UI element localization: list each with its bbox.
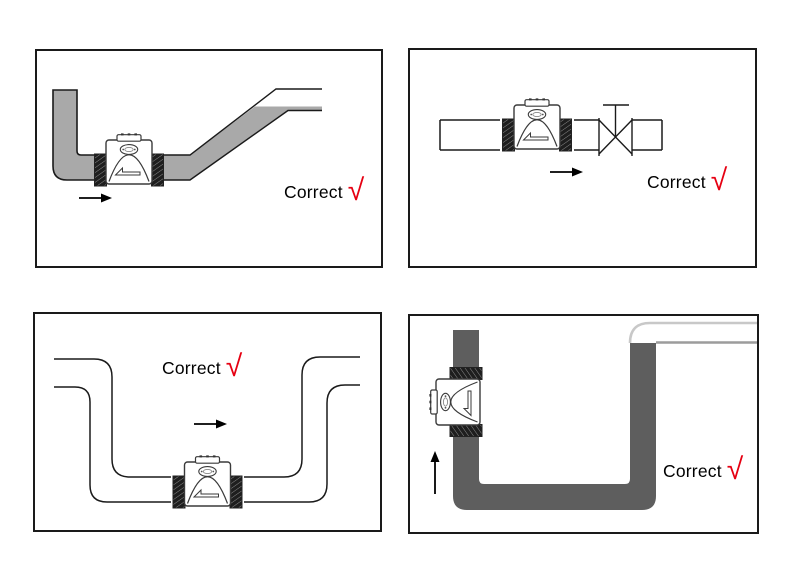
check-mark: √ bbox=[726, 453, 744, 486]
correct-label: Correct √ bbox=[162, 350, 243, 383]
panel-correct-before-valve: Correct √ bbox=[408, 48, 757, 268]
correct-label: Correct √ bbox=[663, 453, 744, 486]
pipe-diagram bbox=[428, 321, 757, 510]
valve-icon bbox=[598, 104, 633, 156]
correct-text: Correct bbox=[284, 181, 343, 202]
check-mark: √ bbox=[225, 350, 243, 383]
pipe-diagram bbox=[439, 97, 663, 177]
check-mark: √ bbox=[347, 174, 365, 207]
check-mark: √ bbox=[710, 164, 728, 197]
correct-text: Correct bbox=[647, 171, 706, 192]
dark-pipe-run bbox=[453, 330, 656, 510]
flow-arrow-icon bbox=[430, 451, 440, 494]
outlet-pipe-outline bbox=[628, 321, 757, 344]
u-trap-pipe bbox=[54, 356, 360, 503]
pipe-diagram bbox=[52, 88, 322, 203]
horizontal-pipe bbox=[439, 119, 663, 151]
panel-correct-u-trap: Correct √ bbox=[33, 312, 382, 532]
pipe-outline-top bbox=[164, 88, 322, 156]
pipe-diagram bbox=[54, 356, 360, 509]
flow-arrow-icon bbox=[550, 167, 583, 177]
correct-text: Correct bbox=[162, 357, 221, 378]
pipe-outline-bottom bbox=[164, 109, 322, 181]
flow-meter bbox=[501, 97, 573, 152]
pipe-diagonal-outlet-fill bbox=[164, 106, 322, 180]
flow-meter bbox=[93, 132, 165, 187]
flow-meter bbox=[172, 454, 243, 509]
panel-correct-vertical-riser: Correct √ bbox=[408, 314, 759, 534]
flow-arrow-icon bbox=[79, 193, 112, 203]
panel-correct-low-point: Correct √ bbox=[35, 49, 383, 268]
correct-label: Correct √ bbox=[284, 174, 365, 207]
flow-arrow-icon bbox=[194, 419, 227, 429]
correct-label: Correct √ bbox=[647, 164, 728, 197]
flow-meter bbox=[428, 366, 483, 438]
correct-text: Correct bbox=[663, 460, 722, 481]
